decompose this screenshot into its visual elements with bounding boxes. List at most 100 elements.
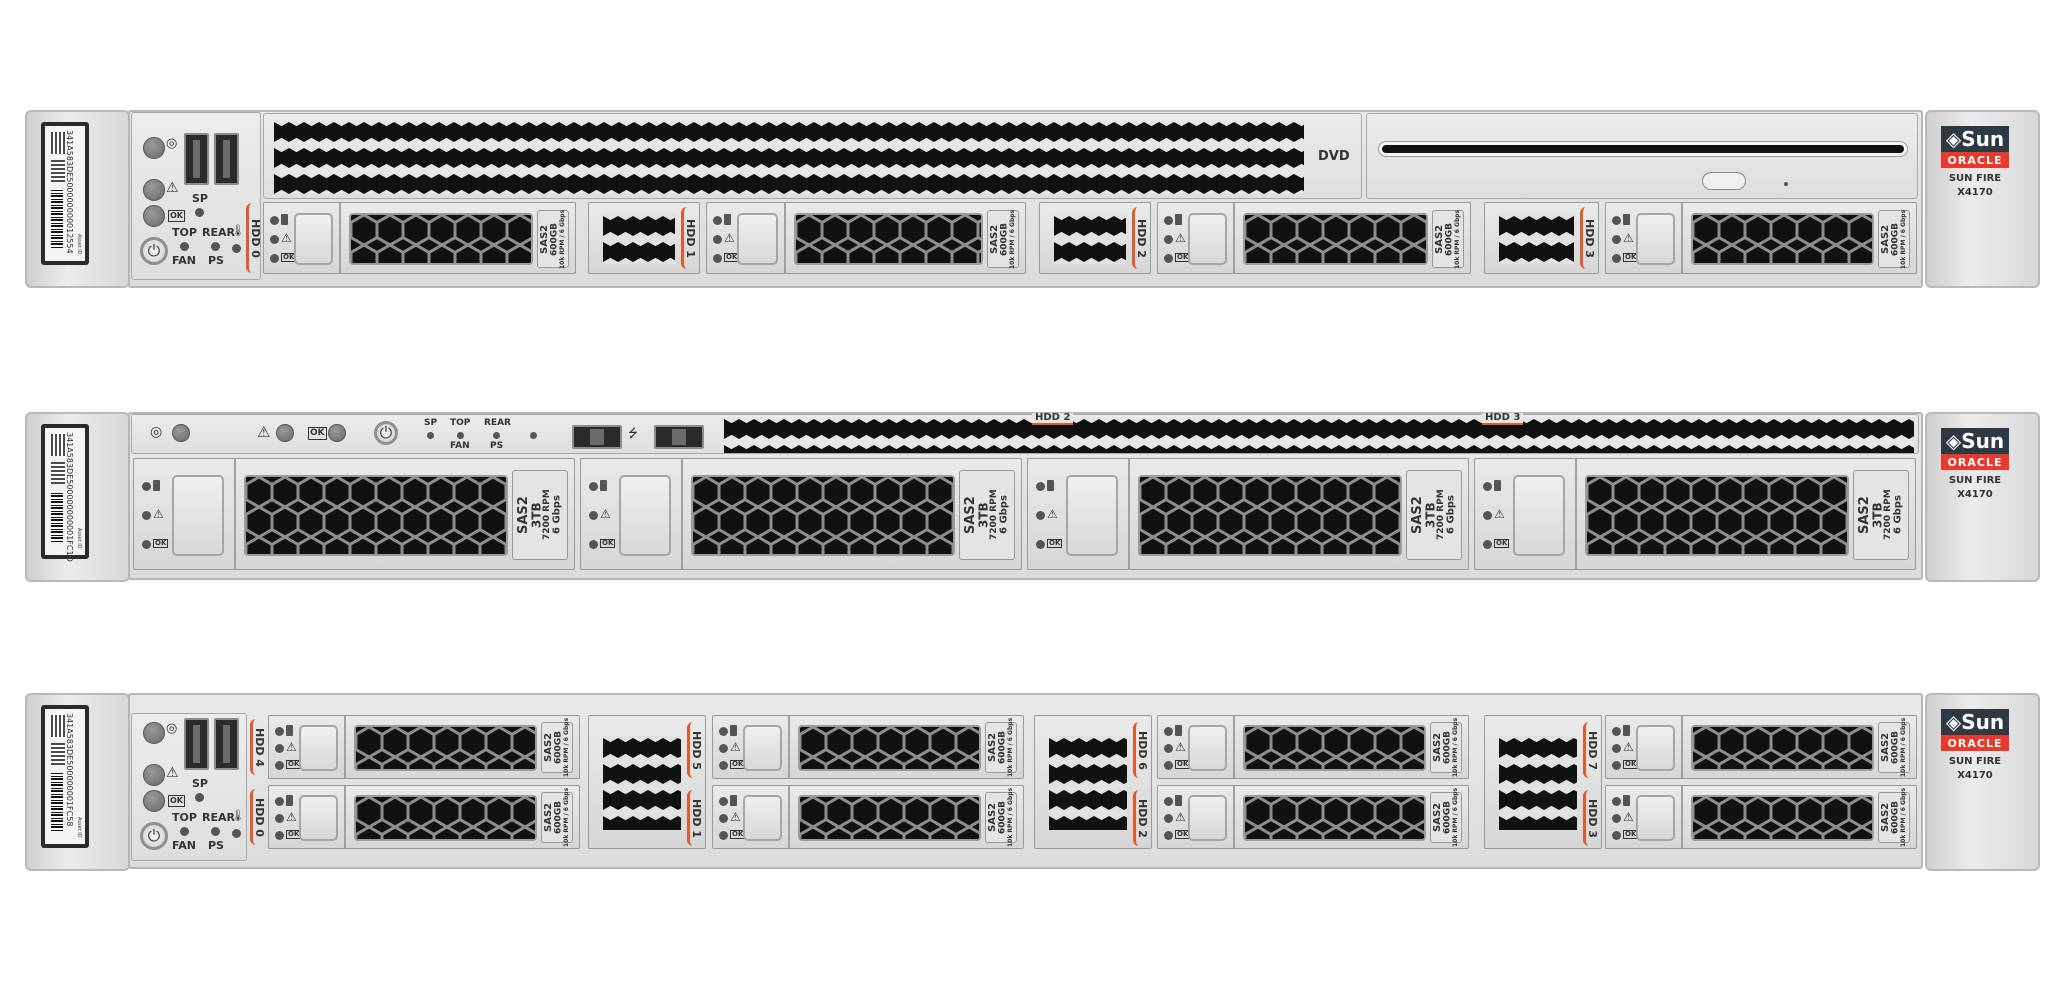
usb-port-1[interactable]	[184, 718, 209, 770]
warning-icon: ⚠	[1494, 507, 1505, 521]
drive-release-latch[interactable]	[1188, 795, 1227, 841]
drive-release-latch[interactable]	[1636, 795, 1675, 841]
qr-code	[51, 434, 65, 456]
drive-release-latch[interactable]	[743, 795, 782, 841]
fault-led	[142, 511, 151, 520]
warning-icon: ⚠	[1623, 740, 1634, 754]
front-vent-holes	[724, 417, 1914, 453]
drive-spec: 10k RPM / 6 Gbps	[1451, 787, 1459, 848]
drive-release-latch[interactable]	[299, 725, 338, 771]
locate-button[interactable]	[143, 722, 165, 744]
usb-port-2[interactable]	[214, 718, 239, 770]
usb-icon: ⭍	[628, 426, 638, 440]
model-line-2: X4170	[1957, 187, 1993, 198]
drive-handle-divider	[784, 203, 786, 273]
qr-code	[51, 462, 65, 484]
drive-release-latch[interactable]	[1636, 725, 1675, 771]
drive-release-latch[interactable]	[737, 213, 778, 265]
model-line-1: SUN FIRE	[1948, 173, 2002, 184]
drive-release-latch[interactable]	[619, 475, 671, 556]
usb-port-1[interactable]	[572, 425, 622, 449]
drive-release-latch[interactable]	[1066, 475, 1118, 556]
drive-grille	[798, 725, 981, 771]
dvd-drive[interactable]	[1366, 113, 1918, 199]
rear-label: REAR	[202, 811, 235, 824]
top-label: TOP	[172, 226, 197, 239]
drive-release-latch[interactable]	[172, 475, 224, 556]
ok-icon: OK	[1494, 539, 1510, 548]
ps-label: PS	[208, 839, 224, 852]
drive-grille	[794, 213, 983, 265]
power-button[interactable]: ⏻	[140, 822, 168, 850]
ok-led-button	[143, 790, 165, 812]
drive-handle-divider	[1233, 203, 1235, 273]
hdd-slot-label: HDD 6	[1133, 722, 1149, 778]
usb-port-2[interactable]	[654, 425, 704, 449]
ok-led	[275, 831, 284, 840]
qr-code	[51, 132, 65, 154]
usb-port-2[interactable]	[214, 133, 239, 185]
ok-led	[589, 540, 598, 549]
barcode	[51, 773, 63, 831]
drive-release-latch[interactable]	[743, 725, 782, 771]
power-button[interactable]: ⏻	[140, 237, 168, 265]
warning-icon: ⚠	[724, 231, 735, 245]
asset-id-caption: Asset ID	[76, 817, 82, 838]
qr-code	[51, 743, 65, 765]
drive-activity-icon	[281, 214, 288, 225]
vent-holes	[274, 120, 1304, 194]
drive-release-latch[interactable]	[1188, 725, 1227, 771]
locate-button[interactable]	[172, 424, 190, 442]
drive-spec: 10k RPM / 6 Gbps	[1453, 209, 1461, 269]
drive-release-latch[interactable]	[1513, 475, 1565, 556]
fault-led	[270, 235, 279, 244]
drive-release-latch[interactable]	[1636, 213, 1675, 265]
usb-port-1[interactable]	[184, 133, 209, 185]
activity-led	[1164, 727, 1173, 736]
activity-led	[1612, 216, 1621, 225]
drive-spec: 10k RPM / 6 Gbps	[1008, 209, 1016, 269]
drive-release-latch[interactable]	[1188, 213, 1227, 265]
drive-release-latch[interactable]	[294, 213, 333, 265]
locate-button[interactable]	[143, 137, 165, 159]
dvd-activity-led	[1784, 182, 1788, 186]
dvd-eject-button[interactable]	[1702, 172, 1746, 190]
drive-interface: SAS2	[962, 496, 978, 534]
oracle-logo: ORACLE	[1941, 735, 2009, 751]
drive-grille	[1691, 795, 1874, 841]
filler-panel: HDD 2	[1039, 202, 1151, 274]
vent-holes	[1049, 736, 1127, 830]
drive-release-latch[interactable]	[299, 795, 338, 841]
ok-icon: OK	[1047, 539, 1063, 548]
activity-led	[719, 727, 728, 736]
activity-led	[275, 797, 284, 806]
power-button[interactable]: ⏻	[374, 421, 398, 445]
asset-id-caption: Asset ID	[76, 528, 82, 549]
model-line-1: SUN FIRE	[1948, 756, 2002, 767]
